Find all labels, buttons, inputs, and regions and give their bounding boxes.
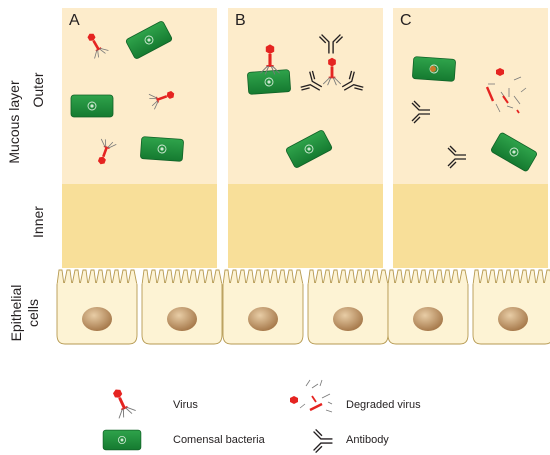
epithelial-cells-a: [56, 269, 223, 345]
inner-mucus-a: [62, 184, 217, 268]
legend-antibody-label: Antibody: [346, 434, 389, 446]
panel-b: B: [222, 8, 389, 345]
panel-a: A: [56, 8, 223, 345]
label-outer: Outer: [30, 72, 46, 107]
legend-bacteria-label: Comensal bacteria: [173, 434, 266, 446]
legend-bacteria: Comensal bacteria: [102, 429, 266, 451]
bacteria-icon: [102, 429, 142, 451]
virus-icon: [105, 384, 138, 421]
side-labels: Mucous layer Outer Inner Epithelial cell…: [6, 72, 46, 341]
legend-antibody: Antibody: [312, 428, 389, 454]
legend: Virus Comensal bacteria Degraded virus: [102, 379, 421, 454]
inner-mucus-c: [393, 184, 548, 268]
legend-virus-label: Virus: [173, 399, 198, 411]
bacteria-icon: [70, 94, 114, 118]
panel-letter-b: B: [235, 12, 246, 29]
label-mucous-layer: Mucous layer: [6, 80, 22, 164]
label-epithelial: Epithelial: [8, 285, 24, 342]
degraded-virus-icon: [290, 379, 333, 413]
label-inner: Inner: [30, 206, 46, 238]
legend-virus: Virus: [105, 384, 198, 421]
panel-letter-c: C: [400, 12, 412, 29]
inner-mucus-b: [228, 184, 383, 268]
label-cells: cells: [25, 299, 41, 327]
bacteria-icon: [139, 136, 185, 162]
panel-c: C: [387, 8, 550, 345]
legend-degraded-virus-label: Degraded virus: [346, 399, 421, 411]
bacteria-icon: [411, 56, 457, 82]
epithelial-cells-b: [222, 269, 389, 345]
panel-letter-a: A: [69, 12, 80, 29]
bacteria-icon: [246, 69, 292, 95]
degraded-virus-icon: [485, 68, 527, 114]
epithelial-cells-c: [387, 269, 550, 345]
legend-degraded-virus: Degraded virus: [290, 379, 421, 413]
antibody-icon: [312, 428, 334, 454]
